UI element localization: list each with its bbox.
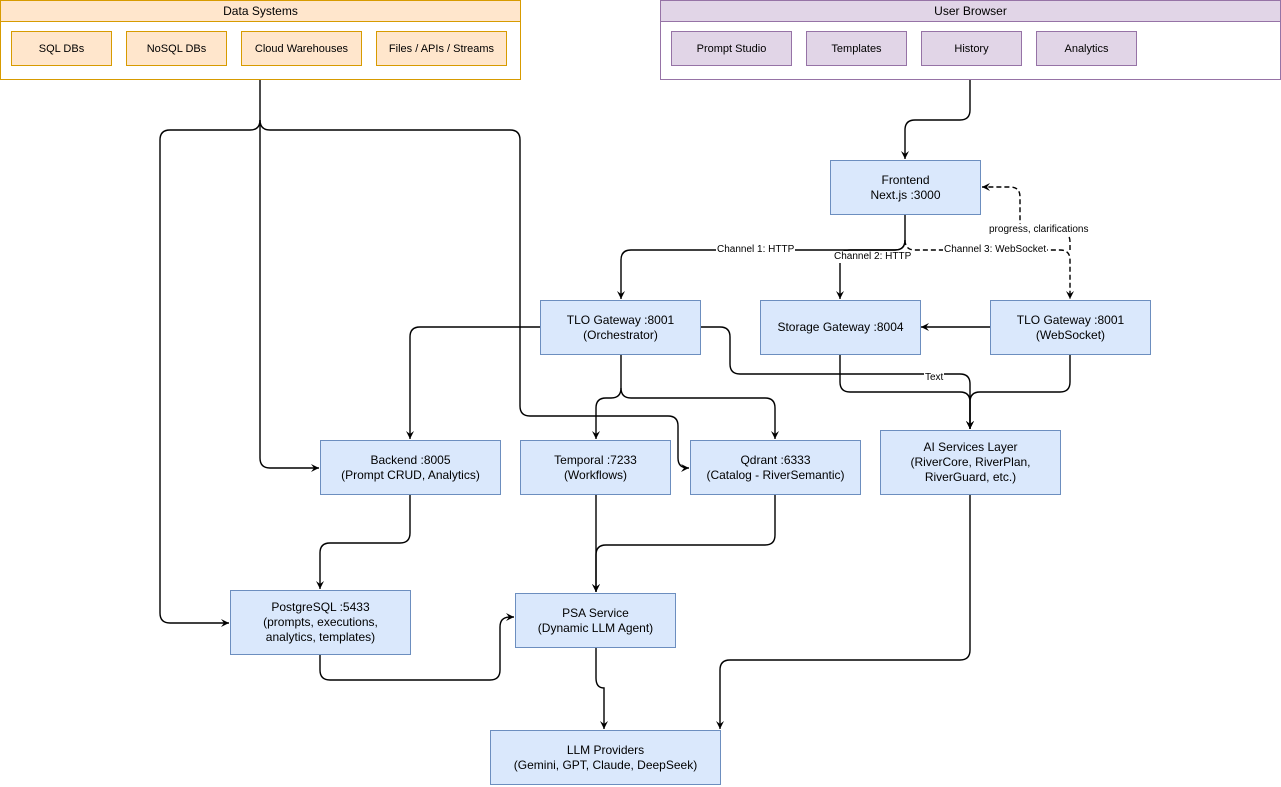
backend-node[interactable]: Backend :8005 (Prompt CRUD, Analytics)	[320, 440, 501, 495]
temporal-title: Temporal :7233	[554, 452, 637, 467]
text-label: Text	[924, 372, 945, 384]
storage-gateway-node[interactable]: Storage Gateway :8004	[760, 300, 921, 355]
edge-postgres-psa	[319, 613, 514, 681]
edge-user-frontend	[901, 80, 971, 159]
backend-detail: (Prompt CRUD, Analytics)	[341, 467, 480, 482]
llm-title: LLM Providers	[566, 742, 645, 757]
edge-storage-ai	[839, 355, 974, 429]
edge-orch-temporal	[592, 355, 622, 439]
backend-title: Backend :8005	[370, 452, 451, 467]
edge-ch2	[836, 239, 906, 299]
psa-detail: (Dynamic LLM Agent)	[537, 620, 654, 635]
edge-backend-postgres	[316, 495, 411, 589]
edge-data-postgres	[159, 80, 261, 627]
temporal-node[interactable]: Temporal :7233 (Workflows)	[520, 440, 671, 495]
edge-ch3	[904, 239, 1074, 299]
frontend-node[interactable]: Frontend Next.js :3000	[830, 160, 981, 215]
channel-3-label: Channel 3: WebSocket	[943, 244, 1048, 256]
data-systems-title: Data Systems	[1, 1, 520, 22]
user-browser-group: User Browser Prompt Studio Templates His…	[660, 0, 1281, 80]
postgresql-node[interactable]: PostgreSQL :5433 (prompts, executions, a…	[230, 590, 411, 655]
analytics-chip[interactable]: Analytics	[1036, 31, 1137, 66]
edge-ws-ai	[966, 355, 1071, 429]
postgres-detail-2: analytics, templates)	[265, 630, 376, 644]
tlo-ws-detail: (WebSocket)	[1035, 327, 1106, 342]
channel-2-label: Channel 2: HTTP	[833, 251, 913, 263]
prompt-studio-chip[interactable]: Prompt Studio	[671, 31, 792, 66]
edge-qdrant-psa	[592, 495, 776, 592]
frontend-detail: Next.js :3000	[870, 187, 941, 202]
qdrant-node[interactable]: Qdrant :6333 (Catalog - RiverSemantic)	[690, 440, 861, 495]
tlo-orch-title: TLO Gateway :8001	[566, 312, 675, 327]
edge-ai-llm	[716, 495, 971, 729]
data-systems-group: Data Systems SQL DBs NoSQL DBs Cloud War…	[0, 0, 521, 80]
edge-progress	[982, 183, 1071, 250]
tlo-ws-title: TLO Gateway :8001	[1016, 312, 1125, 327]
postgres-title: PostgreSQL :5433	[271, 600, 370, 614]
ai-services-layer-node[interactable]: AI Services Layer (RiverCore, RiverPlan,…	[880, 430, 1061, 495]
edge-psa-llm	[595, 648, 608, 729]
ai-detail-2: RiverGuard, etc.)	[924, 470, 1017, 484]
frontend-title: Frontend	[881, 172, 930, 187]
qdrant-title: Qdrant :6333	[740, 452, 811, 467]
edge-orch-qdrant	[620, 387, 779, 439]
psa-title: PSA Service	[562, 605, 629, 620]
files-apis-streams-chip[interactable]: Files / APIs / Streams	[376, 31, 507, 66]
tlo-orch-detail: (Orchestrator)	[583, 327, 658, 342]
edge-data-qdrant	[259, 119, 689, 472]
history-chip[interactable]: History	[921, 31, 1022, 66]
postgres-detail-1: (prompts, executions,	[263, 615, 378, 629]
tlo-gateway-websocket-node[interactable]: TLO Gateway :8001 (WebSocket)	[990, 300, 1151, 355]
llm-providers-node[interactable]: LLM Providers (Gemini, GPT, Claude, Deep…	[490, 730, 721, 785]
llm-detail: (Gemini, GPT, Claude, DeepSeek)	[513, 757, 698, 772]
psa-service-node[interactable]: PSA Service (Dynamic LLM Agent)	[515, 593, 676, 648]
storage-title: Storage Gateway :8004	[777, 320, 904, 334]
cloud-warehouses-chip[interactable]: Cloud Warehouses	[241, 31, 362, 66]
ai-title: AI Services Layer	[923, 440, 1018, 454]
channel-1-label: Channel 1: HTTP	[716, 244, 796, 256]
nosql-dbs-chip[interactable]: NoSQL DBs	[126, 31, 227, 66]
edge-orch-ai	[700, 326, 974, 429]
templates-chip[interactable]: Templates	[806, 31, 907, 66]
edge-orch-backend	[406, 326, 540, 439]
edge-data-backend	[259, 120, 319, 472]
tlo-gateway-orchestrator-node[interactable]: TLO Gateway :8001 (Orchestrator)	[540, 300, 701, 355]
sql-dbs-chip[interactable]: SQL DBs	[11, 31, 112, 66]
user-browser-title: User Browser	[661, 1, 1280, 22]
ai-detail-1: (RiverCore, RiverPlan,	[910, 455, 1031, 469]
temporal-detail: (Workflows)	[563, 467, 628, 482]
qdrant-detail: (Catalog - RiverSemantic)	[706, 467, 845, 482]
progress-label: progress, clarifications	[988, 224, 1090, 236]
